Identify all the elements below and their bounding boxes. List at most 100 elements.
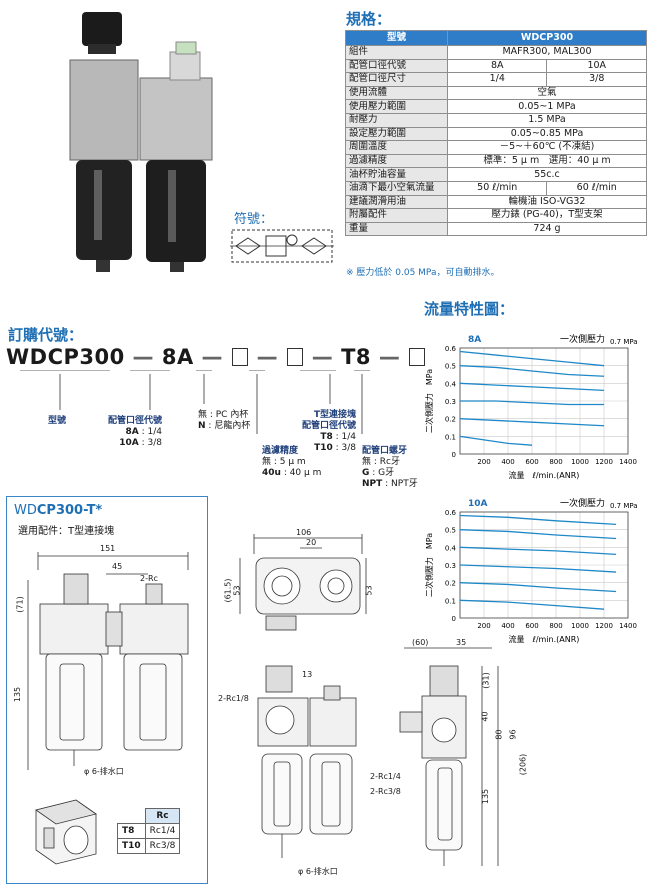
order-cup-n: N : 尼龍內杯 — [198, 421, 251, 431]
spec-row-label: 耐壓力 — [345, 112, 448, 128]
spec-row-label: 配管口徑代號 — [345, 58, 448, 74]
spec-header-value: WDCP300 — [447, 30, 647, 46]
series-line — [459, 529, 617, 540]
order-port-8a: 8A : 1/4 — [125, 427, 163, 437]
x-tick-label: 1000 — [571, 458, 589, 466]
y-tick-label: 0.4 — [445, 380, 457, 388]
code-dash-2: — — [201, 345, 224, 369]
side-dim-60: (60) — [412, 638, 429, 647]
product-photo — [69, 12, 213, 272]
side-dim-31: (31) — [481, 672, 491, 689]
front-drain: φ 6-排水口 — [298, 867, 338, 876]
order-port-title: 配管口徑代號 — [108, 416, 163, 426]
spec-row-label: 組件 — [345, 45, 448, 60]
y-tick-label: 0 — [452, 451, 456, 459]
x-axis-label: 流量 ℓ/min.(ANR) — [509, 470, 580, 480]
side-view-drawing — [399, 647, 499, 866]
y-tick-label: 0.2 — [445, 580, 456, 588]
series-line — [459, 435, 533, 446]
spec-row-value: 1.5 MPa — [447, 112, 647, 128]
series-line — [459, 382, 605, 392]
spec-row-label: 配管口徑尺寸 — [345, 72, 448, 87]
spec-row-value: 55c.c — [447, 167, 647, 182]
spec-row-label: 油滴下最小空氣流量 — [345, 180, 448, 196]
legend-label: 一次側壓力 — [560, 497, 605, 509]
order-thread-npt: NPT : NPT牙 — [362, 479, 418, 489]
spec-row-value: 10A — [546, 58, 647, 74]
pneumatic-symbol — [230, 229, 334, 263]
order-thread-block: 配管口螺牙 無 : Rc牙 G : G牙 NPT : NPT牙 — [362, 446, 418, 490]
order-title: 訂購代號： — [8, 326, 84, 344]
x-tick-label: 400 — [501, 622, 514, 630]
order-tblock-title1: T型連接塊 — [313, 410, 357, 420]
series-line — [459, 564, 617, 573]
symbol-label: 符號： — [234, 212, 274, 227]
dim-71: (71) — [15, 596, 25, 613]
spec-row-value: 0.05~1 MPa — [447, 99, 647, 114]
spec-row-value: 50 ℓ/min — [446, 180, 548, 196]
y-tick-label: 0.1 — [445, 433, 456, 441]
spec-row-value: 8A — [446, 58, 548, 74]
x-tick-label: 800 — [549, 458, 562, 466]
dim-2rc: 2-Rc — [140, 574, 158, 583]
order-model-label: 型號 — [48, 416, 67, 426]
spec-row-label: 附屬配件 — [345, 208, 448, 223]
spec-row-label: 重量 — [345, 221, 448, 237]
order-code: WDCP300 — 8A — — — T8 — — [6, 345, 426, 369]
series-line — [459, 514, 617, 526]
t-block-frame — [6, 496, 208, 884]
frame-subtitle: 選用配件：T型連接塊 — [18, 526, 115, 537]
side-dim-206: (206) — [518, 753, 528, 776]
order-filter-title: 過濾精度 — [262, 446, 299, 456]
legend-value: 0.7 MPa — [610, 338, 638, 346]
order-thread-title: 配管口螺牙 — [362, 446, 408, 456]
dim-151: 151 — [100, 544, 116, 553]
spec-row-label: 使用壓力範圍 — [345, 99, 448, 114]
front-2rc14: 2-Rc1/4 — [370, 772, 401, 781]
y-tick-label: 0.2 — [445, 416, 456, 424]
y-tick-label: 0 — [452, 615, 456, 623]
rc-header: Rc — [117, 808, 181, 824]
top-dim-106: 106 — [296, 528, 312, 537]
rc-row: T8 Rc1/4 — [117, 823, 181, 839]
x-tick-label: 1400 — [619, 458, 637, 466]
order-port-block: 配管口徑代號 8A : 1/4 10A : 3/8 — [108, 416, 162, 449]
legend-value: 0.7 MPa — [610, 502, 638, 510]
front-2rc18: 2-Rc1/8 — [218, 694, 249, 703]
spec-row-label: 過濾精度 — [345, 153, 448, 169]
spec-row-value: 1/4 — [446, 72, 548, 87]
top-dim-615: (61.5) — [223, 578, 233, 603]
spec-row-label: 油杯貯油容量 — [345, 167, 448, 182]
order-tblock-t10: T10 : 3/8 — [314, 443, 357, 453]
order-leader-lines — [20, 370, 370, 434]
x-tick-label: 600 — [525, 622, 538, 630]
spec-row-label: 建議潤滑用油 — [345, 194, 448, 210]
t-block-drawing — [27, 552, 189, 770]
series-line — [459, 365, 605, 377]
code-box-cup — [231, 348, 248, 366]
spec-row-value: 0.05~0.85 MPa — [447, 126, 647, 142]
order-cup-none: 無 : PC 內杯 — [198, 410, 249, 420]
code-dash-5: — — [378, 345, 401, 369]
spec-title: 規格： — [346, 10, 392, 28]
order-thread-none: 無 : Rc牙 — [362, 457, 400, 467]
front-2rc38: 2-Rc3/8 — [370, 787, 401, 796]
top-dim-20: 20 — [306, 538, 317, 547]
flow-title: 流量特性圖： — [424, 300, 515, 318]
spec-note: ※ 壓力低於 0.05 MPa，可自動排水。 — [346, 268, 500, 278]
spec-row: 建議潤滑用油輪機油 ISO-VG32 — [345, 194, 647, 210]
order-filter-block: 過濾精度 無 : 5 μ m 40u : 40 μ m — [262, 446, 321, 479]
code-8a: 8A — [161, 345, 194, 369]
spec-row-value: 3/8 — [546, 72, 647, 87]
code-t8: T8 — [341, 345, 372, 369]
order-tblock-title2: 配管口徑代號 — [302, 421, 357, 431]
y-tick-label: 0.3 — [445, 398, 456, 406]
dim-45: 45 — [112, 562, 123, 571]
spec-row-value: 724 g — [447, 221, 647, 237]
